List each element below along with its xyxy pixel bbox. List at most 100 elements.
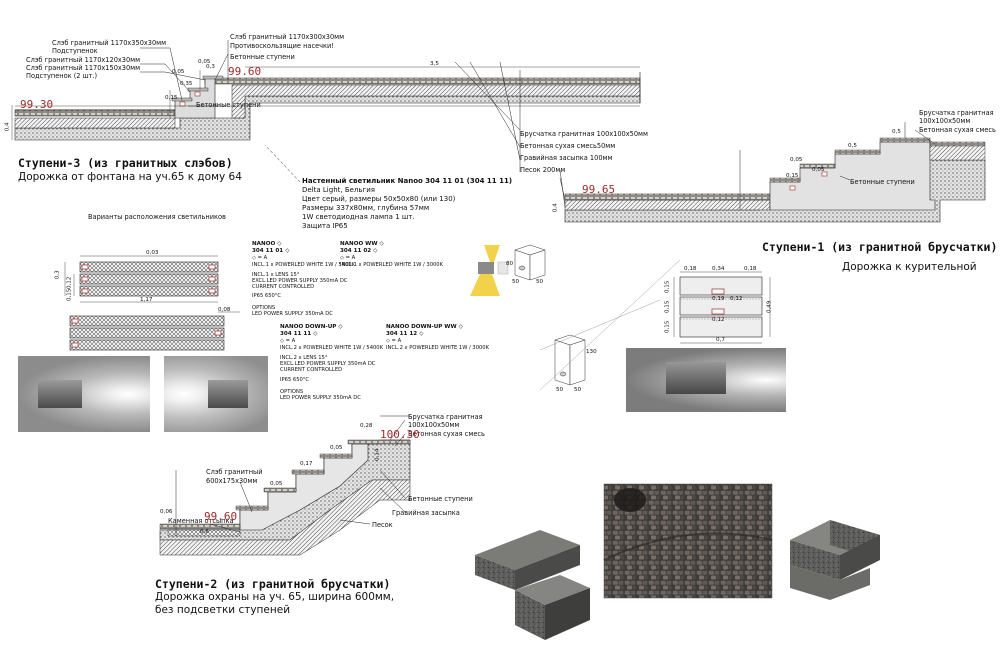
s2-label-3: Бетонная сухая смесь <box>408 430 485 438</box>
s2-dim-2: 0,05 <box>330 445 343 451</box>
lamp-photo-3 <box>626 348 786 412</box>
section-2-drawing <box>159 415 411 556</box>
s1-label-1: Брусчатка гранитная 100х100х50мм <box>520 130 648 138</box>
s3-label-1: Слэб гранитный 1170х350х30мм <box>52 39 167 47</box>
lamp-spec-title: Настенный светильник Nanoo 304 11 01 (30… <box>302 177 513 185</box>
s2-subtitle-line-1: Дорожка охраны на уч. 65, ширина 600мм, <box>155 591 395 603</box>
s2-label-8: 600х175х30мм <box>206 477 258 485</box>
front-dim-8: 0,19 <box>712 296 725 302</box>
product-3-line-6: IP65 650°C <box>280 377 310 383</box>
product-1-line-5: CURRENT CONTROLLED <box>252 284 315 290</box>
product-3-name: NANOO DOWN-UP ◇ <box>280 324 343 330</box>
s3-dim-3: 0,35 <box>180 81 193 87</box>
s1-dim-3: 0,5 <box>848 143 857 149</box>
front-dim-4: 0,49 <box>766 300 773 314</box>
s2-elevation-low: 99.60 <box>204 510 238 523</box>
product-3-line-8: LED POWER SUPPLY 350mA DC <box>280 395 361 401</box>
section-3-drawing <box>11 40 641 183</box>
fixture-dim-4: 130 <box>586 349 597 355</box>
product-1-line-1: ◇ = A <box>252 255 268 261</box>
section-1-drawing <box>559 122 986 223</box>
variants-dim-4: 0,15 <box>66 288 73 302</box>
s2-label-7: Слэб гранитный <box>206 468 263 476</box>
s2-label-6: Песок <box>372 521 393 529</box>
s3-label-8: Бетонные ступени <box>230 53 295 61</box>
s1-label-3: Гравийная засыпка 100мм <box>520 154 613 162</box>
s3-dim-7: 0,4 <box>4 122 11 132</box>
front-dim-9: 0,12 <box>730 296 743 302</box>
s2-dim-7: 0,6 <box>200 529 209 535</box>
front-dim-5: 0,15 <box>664 280 671 294</box>
granite-step-render-right <box>790 520 880 600</box>
s2-label-4: Бетонные ступени <box>408 495 473 503</box>
s2-dim-6: 0,14 <box>374 448 381 462</box>
lamp-spec-line-5: Защита IP65 <box>302 222 348 230</box>
s2-title: Ступени-2 (из гранитной брусчатки) <box>155 577 391 591</box>
fixture-dim-3: 80 <box>506 261 514 267</box>
s1-label-2: Бетонная сухая смесь50мм <box>520 142 616 150</box>
lamp-light-icon <box>470 245 509 296</box>
s1-title: Ступени-1 (из гранитной брусчатки) <box>762 240 998 254</box>
s3-title: Ступени-3 (из гранитных слэбов) <box>18 156 233 170</box>
s3-dim-5: 0,05 <box>172 69 185 75</box>
s3-elevation-high: 99.60 <box>228 65 262 78</box>
variants-dim-3: 0,12 <box>66 276 73 290</box>
s3-label-4: Слэб гранитный 1170х150х30мм <box>26 64 141 72</box>
s3-label-5: Подступенок (2 шт.) <box>26 72 98 80</box>
front-dim-1: 0,18 <box>684 266 697 272</box>
s1-dim-2: 0,15 <box>786 173 799 179</box>
product-3-code: 304 11 11 ◇ <box>280 331 318 337</box>
s1-elevation: 99.65 <box>582 183 616 196</box>
s3-elevation-low: 99.30 <box>20 98 54 111</box>
product-1-line-8: LED POWER SUPPLY 350mA DC <box>252 311 333 317</box>
cobblestone-photo <box>603 483 773 599</box>
s1-label-7: Бетонная сухая смесь <box>919 126 996 134</box>
s3-dim-2: 0,3 <box>206 64 215 70</box>
front-dim-2: 0,34 <box>712 266 725 272</box>
lamp-variants-plan <box>64 255 240 351</box>
product-1-line-6: IP65 650°C <box>252 293 282 299</box>
product-4-name: NANOO DOWN-UP WW ◇ <box>386 324 463 330</box>
s2-label-9: Каменная отсыпка <box>168 517 234 525</box>
s1-label-8: Бетонные ступени <box>850 178 915 186</box>
s3-label-7: Противоскользящие насечки! <box>230 42 334 50</box>
product-3-line-4: EXCL.LED POWER SUPPLY 350mA DC <box>280 361 376 367</box>
front-dim-3: 0,18 <box>744 266 757 272</box>
variants-dim-2: 0,3 <box>54 270 61 280</box>
granite-step-render-left <box>475 530 590 640</box>
front-dim-11: 0,7 <box>716 337 725 343</box>
fixture-dim-2: 50 <box>536 279 544 285</box>
variants-title: Варианты расположения светильников <box>88 213 226 221</box>
product-3-line-3: INCL.2 x LENS 15° <box>280 355 328 361</box>
product-3-line-1: ◇ = A <box>280 338 296 344</box>
s2-dim-4: 0,05 <box>270 481 283 487</box>
product-2-code: 304 11 02 ◇ <box>340 248 378 254</box>
product-2-line-1: ◇ = A <box>340 255 356 261</box>
s3-dim-1: 0,05 <box>198 59 211 65</box>
s2-dim-3: 0,17 <box>300 461 313 467</box>
product-3-line-2: INCL.2 x POWERLED WHITE 1W / 5400K <box>280 345 384 351</box>
s1-dim-6: 0,4 <box>552 203 559 213</box>
product-1-line-3: INCL.1 x LENS 15° <box>252 272 300 278</box>
front-dim-7: 0,15 <box>664 320 671 334</box>
s3-label-2: Подступенок <box>52 47 98 55</box>
step-front-elevation <box>673 271 771 344</box>
lamp-spec-line-3: Размеры 337х80мм, глубина 57мм <box>302 204 430 212</box>
s3-label-6: Слэб гранитный 1170х300х30мм <box>230 33 345 41</box>
lamp-spec-line-4: 1W светодиодная лампа 1 шт. <box>302 213 415 221</box>
s3-dim-4: 0,15 <box>165 95 178 101</box>
lamp-spec-line-2: Цвет серый, размеры 50х50х80 (или 130) <box>302 195 456 203</box>
fixture-dim-6: 50 <box>574 387 582 393</box>
product-4-code: 304 11 12 ◇ <box>386 331 424 337</box>
s1-dim-5: 0,05 <box>812 167 825 173</box>
s2-dim-5: 0,06 <box>160 509 173 515</box>
s2-elevation-high: 100.30 <box>380 428 420 441</box>
s3-subtitle: Дорожка от фонтана на уч.65 к дому 64 <box>18 171 242 183</box>
fixture-iso-drawing <box>514 244 681 391</box>
product-1-line-4: EXCL.LED POWER SUPPLY 350mA DC <box>252 278 348 284</box>
product-1-code: 304 11 01 ◇ <box>252 248 290 254</box>
product-2-name: NANOO WW ◇ <box>340 241 384 247</box>
variants-dim-6: 0,08 <box>218 307 231 313</box>
